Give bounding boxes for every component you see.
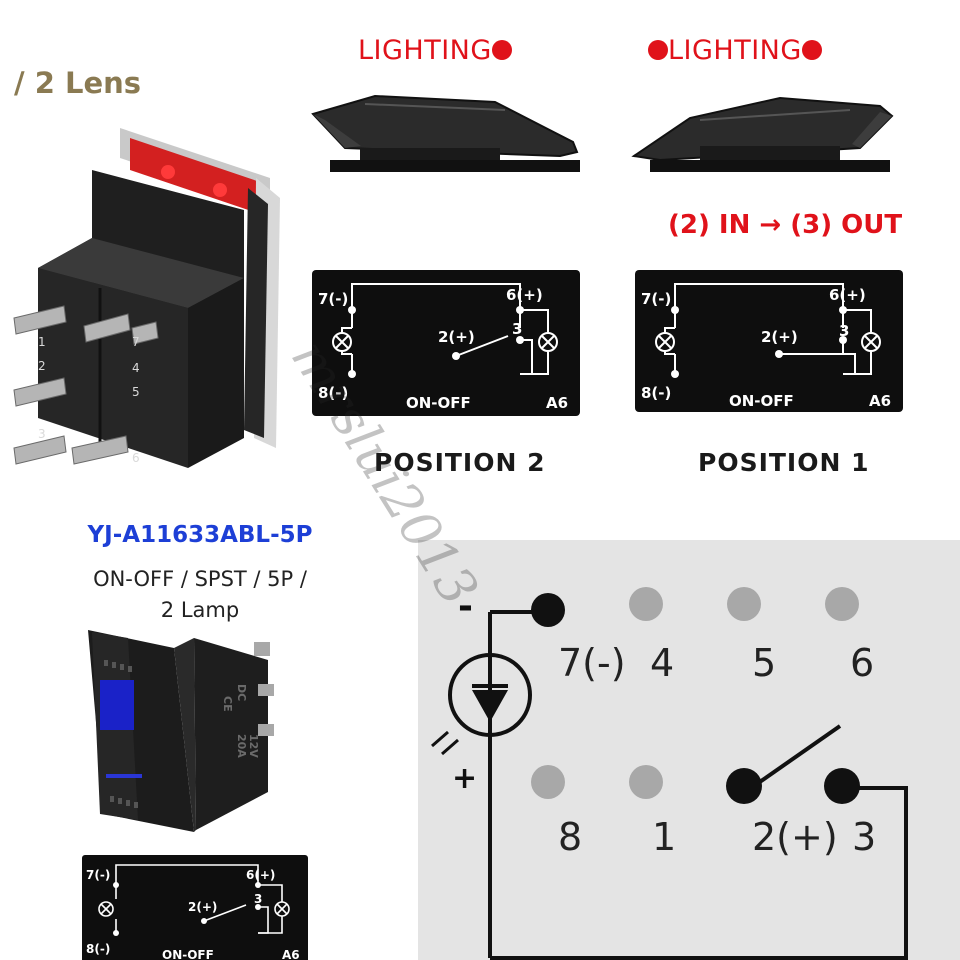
pinout-schematic: - + 7(-) 4 5 6 8 1 2(+) 3 xyxy=(418,540,960,960)
pin-label-top: 5 xyxy=(752,641,776,685)
red-dot-icon xyxy=(648,40,668,60)
pin-label-top: 4 xyxy=(650,641,674,685)
pin8-label: 8(-) xyxy=(641,384,671,402)
code-label: A6 xyxy=(869,392,891,410)
pin7-label: 7(-) xyxy=(86,868,110,882)
position1-caption: POSITION 1 xyxy=(698,448,870,477)
pin-label-bottom: 8 xyxy=(558,815,582,859)
pin-label-bottom: 3 xyxy=(852,815,876,859)
position2-caption: POSITION 2 xyxy=(374,448,546,477)
pin6-label: 6(+) xyxy=(829,286,866,304)
pin8-label: 8(-) xyxy=(318,384,348,402)
switch-pin-label: 1 xyxy=(38,335,46,349)
ce-mark: CE xyxy=(221,696,234,712)
lighting-text: LIGHTING xyxy=(358,35,492,66)
pin2-label: 2(+) xyxy=(438,328,475,346)
wiring-panel-position2: 7(-) 6(+) 2(+) 3 8(-) ON-OFF A6 xyxy=(312,270,580,416)
code-label: A6 xyxy=(546,394,568,412)
red-dot-icon xyxy=(801,40,822,60)
pin7-label: 7(-) xyxy=(641,290,671,308)
red-dot-icon xyxy=(491,40,512,60)
pin7-label: 7(-) xyxy=(318,290,348,308)
pin2-label: 2(+) xyxy=(188,900,217,914)
pin-label-top: 6 xyxy=(850,641,874,685)
product-description: ON-OFF / SPST / 5P / 2 Lamp xyxy=(0,564,400,626)
minus-sign: - xyxy=(458,586,473,627)
pin3-label: 3 xyxy=(254,892,262,906)
pin-label-top: 7(-) xyxy=(558,641,626,685)
dc-mark: DC xyxy=(235,684,248,701)
rocker-side-view-position2 xyxy=(311,94,580,172)
switch-pin-label: 2 xyxy=(38,359,46,373)
pin-label-bottom: 1 xyxy=(652,815,676,859)
lighting-label-right: LIGHTING xyxy=(648,35,822,66)
pin8-label: 8(-) xyxy=(86,942,110,956)
pin6-label: 6(+) xyxy=(246,868,275,882)
wiring-panel-position1: 7(-) 6(+) 2(+) 3 8(-) ON-OFF A6 xyxy=(635,270,903,412)
current-flow-label: (2) IN → (3) OUT xyxy=(668,210,903,240)
voltage-mark: 12V xyxy=(247,734,260,758)
switch-pin-label: 6 xyxy=(132,451,140,465)
rating-mark: 20A xyxy=(235,734,248,758)
switch-pin-label: 3 xyxy=(38,427,46,441)
lens-title: / 2 Lens xyxy=(14,66,142,100)
rocker-switch-photo: 1 2 3 7 4 5 6 xyxy=(13,128,280,468)
lighting-label-left: LIGHTING xyxy=(358,35,512,66)
lighting-text: LIGHTING xyxy=(668,35,802,66)
description-line-1: ON-OFF / SPST / 5P / xyxy=(93,567,307,591)
description-line-2: 2 Lamp xyxy=(160,598,240,622)
pin6-label: 6(+) xyxy=(506,286,543,304)
blue-lens-switch-photo: CE 20A 12V DC xyxy=(88,630,274,832)
switch-pin-label: 4 xyxy=(132,361,140,375)
pin-label-bottom: 2(+) xyxy=(752,815,838,859)
switch-pin-label: 7 xyxy=(132,335,140,349)
mode-label: ON-OFF xyxy=(406,394,471,412)
pin3-label: 3 xyxy=(512,320,522,338)
mode-label: ON-OFF xyxy=(729,392,794,410)
switch-pin-label: 5 xyxy=(132,385,140,399)
rocker-side-view-position1 xyxy=(631,96,894,172)
code-label: A6 xyxy=(282,948,300,960)
product-model: YJ-A11633ABL-5P xyxy=(87,522,313,548)
pin3-label: 3 xyxy=(839,322,849,340)
plus-sign: + xyxy=(452,761,477,796)
mode-label: ON-OFF xyxy=(162,948,214,960)
wiring-panel-small: 7(-) 6(+) 2(+) 3 8(-) ON-OFF A6 xyxy=(82,855,308,960)
pin2-label: 2(+) xyxy=(761,328,798,346)
